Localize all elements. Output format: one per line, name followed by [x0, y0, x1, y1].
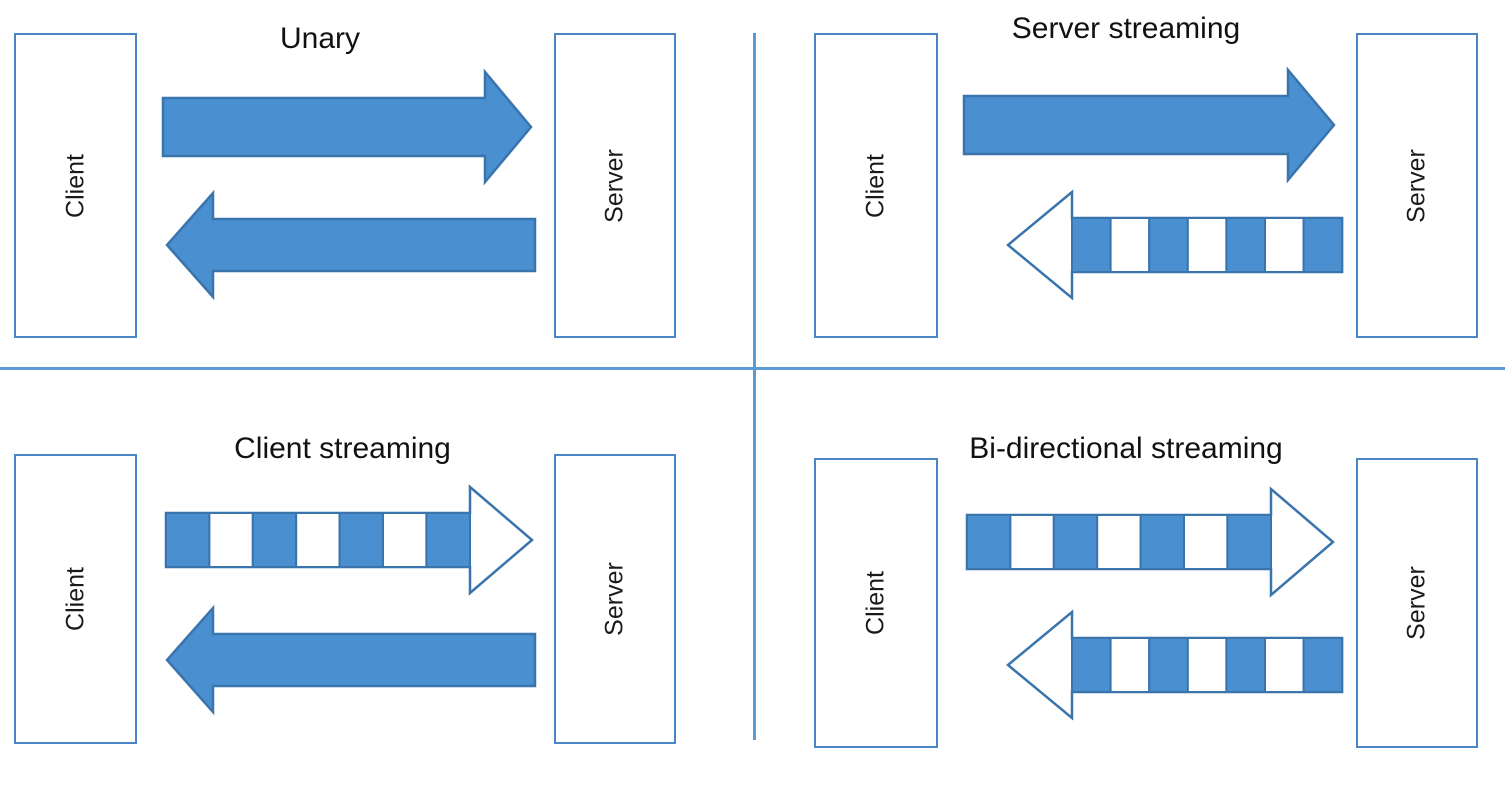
- quadrant-server-streaming: Server streaming Client Server: [756, 0, 1505, 367]
- server-box-bidirectional-streaming: Server: [1356, 458, 1478, 748]
- server-box-label: Server: [600, 148, 629, 223]
- server-box-label: Server: [600, 562, 629, 636]
- client-box-label: Client: [861, 153, 890, 218]
- arrow-request-segmented-right: [965, 486, 1335, 598]
- server-box-client-streaming: Server: [554, 454, 676, 744]
- arrow-request-solid-right: [161, 68, 533, 186]
- arrow-request-segmented-right: [164, 484, 534, 596]
- client-box-label: Client: [861, 571, 890, 635]
- client-box-server-streaming: Client: [814, 33, 938, 338]
- arrow-response-solid-left: [165, 189, 537, 301]
- client-box-unary: Client: [14, 33, 137, 338]
- quadrant-unary: Unary Client Server: [0, 0, 753, 367]
- server-box-label: Server: [1402, 566, 1431, 640]
- arrow-response-segmented-left: [1006, 609, 1344, 721]
- quadrant-client-streaming: Client streaming Client Server: [0, 370, 753, 785]
- arrow-request-solid-right: [962, 66, 1336, 184]
- client-box-label: Client: [61, 153, 89, 218]
- quadrant-bidirectional-streaming: Bi-directional streaming Client Server: [756, 370, 1505, 785]
- arrow-response-segmented-left: [1006, 189, 1344, 301]
- client-box-label: Client: [61, 567, 89, 631]
- quadrant-title-bidirectional-streaming: Bi-directional streaming: [969, 432, 1283, 465]
- arrow-response-solid-left: [165, 604, 537, 716]
- client-box-bidirectional-streaming: Client: [814, 458, 938, 748]
- client-box-client-streaming: Client: [14, 454, 137, 744]
- quadrant-title-client-streaming: Client streaming: [234, 432, 451, 465]
- server-box-server-streaming: Server: [1356, 33, 1478, 338]
- server-box-label: Server: [1402, 148, 1431, 223]
- server-box-unary: Server: [554, 33, 676, 338]
- quadrant-title-unary: Unary: [279, 22, 361, 55]
- vertical-divider: [753, 33, 756, 740]
- horizontal-divider: [0, 367, 1505, 370]
- quadrant-title-server-streaming: Server streaming: [1011, 12, 1241, 45]
